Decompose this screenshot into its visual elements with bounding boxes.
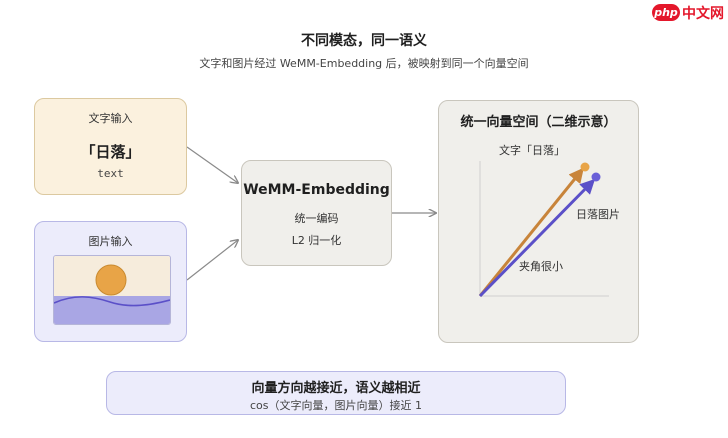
image-input-box: 图片输入: [34, 221, 187, 342]
image-vector: [478, 178, 596, 298]
vector-space-plot: [478, 161, 609, 298]
text-input-box: 文字输入 「日落」 text: [34, 98, 187, 195]
logo-text: 中文网: [682, 6, 724, 22]
arrow-image-to-embedding: [186, 240, 238, 281]
text-input-label: 文字输入: [88, 112, 133, 125]
text-input-type: text: [97, 167, 124, 180]
embedding-step-normalize: L2 归一化: [291, 234, 342, 247]
similarity-note-box: 向量方向越接近，语义越相近 cos（文字向量，图片向量）接近 1: [106, 371, 566, 415]
similarity-note-sub: cos（文字向量，图片向量）接近 1: [249, 399, 422, 412]
vector-space-title: 统一向量空间（二维示意）: [460, 115, 617, 130]
angle-label: 夹角很小: [519, 260, 563, 273]
image-input-label: 图片输入: [88, 235, 133, 248]
vector-space-box: 统一向量空间（二维示意） 文字「日落」 日落图片 夹角很小: [438, 100, 639, 343]
text-vector-point: [580, 162, 590, 172]
diagram-subtitle: 文字和图片经过 WeMM-Embedding 后，被映射到同一个向量空间: [199, 57, 529, 70]
embedding-model-name: WeMM-Embedding: [243, 182, 390, 198]
sunset-illustration: [54, 256, 170, 324]
similarity-note-main: 向量方向越接近，语义越相近: [251, 381, 421, 396]
arrow-text-to-embedding: [186, 146, 238, 183]
sunset-image-thumbnail: [53, 255, 171, 325]
text-vector: [478, 167, 584, 297]
site-logo: php 中文网: [652, 2, 726, 24]
diagram-title: 不同模态，同一语义: [301, 33, 427, 49]
text-input-content: 「日落」: [80, 143, 141, 161]
image-vector-point: [591, 172, 601, 182]
embedding-step-encode: 统一编码: [294, 212, 339, 225]
logo-badge: php: [652, 4, 680, 21]
embedding-model-box: WeMM-Embedding 统一编码 L2 归一化: [241, 160, 392, 266]
text-vector-label: 文字「日落」: [499, 144, 565, 157]
image-vector-label: 日落图片: [576, 208, 620, 221]
